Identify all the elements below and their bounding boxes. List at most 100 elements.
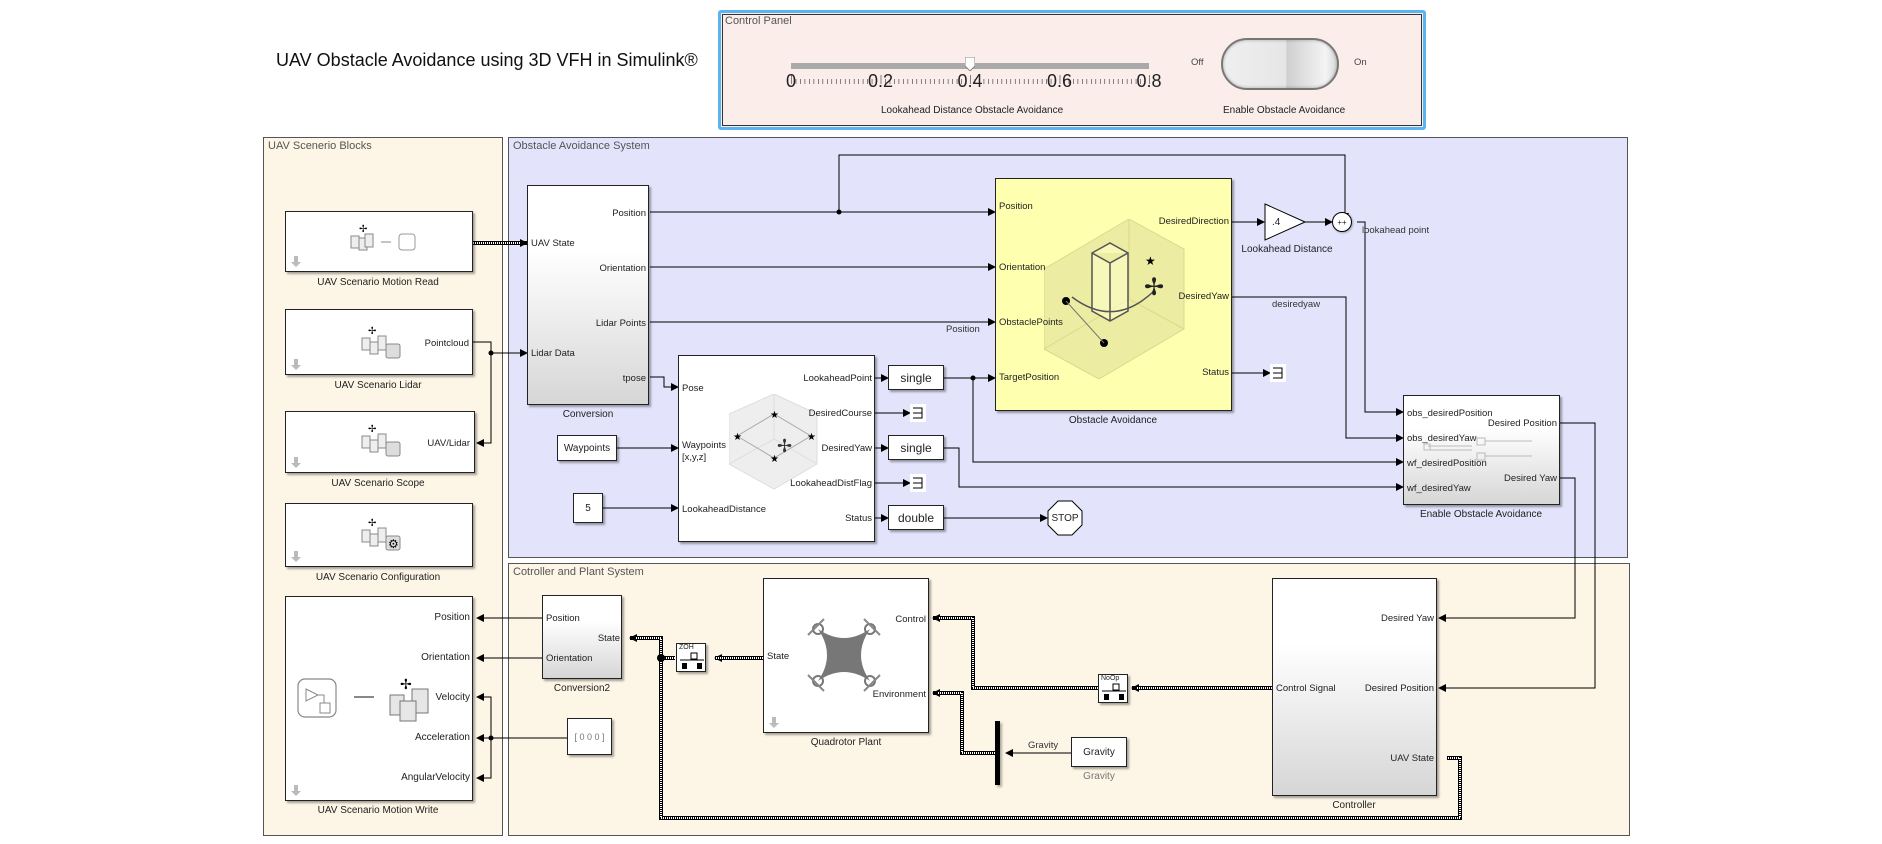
svg-text:✢: ✢ [359, 224, 367, 235]
port-angularvelocity: AngularVelocity [401, 772, 470, 783]
scenario-lidar-icon: ✢ [361, 326, 401, 359]
controller-block[interactable]: Control Signal Desired Yaw Desired Posit… [1272, 578, 1437, 796]
lookahead-gain-block[interactable] [1264, 203, 1307, 241]
terminator-icon[interactable] [910, 404, 926, 422]
block-name: Enable Obstacle Avoidance [1419, 509, 1543, 520]
port-orientation: Orientation [546, 653, 593, 664]
slider-tick-label: 0 [785, 71, 797, 91]
waypoint-follower-icon: ★★★★ ✢ [729, 394, 818, 490]
uav-scenario-scope-block[interactable]: ✢ UAV/Lidar [285, 411, 475, 473]
lookahead-distance-constant-block[interactable]: 5 [573, 493, 603, 523]
block-name: Obstacle Avoidance [1068, 415, 1158, 426]
block-name: Quadrotor Plant [810, 737, 882, 748]
slider-tick-label: 0.4 [957, 71, 983, 91]
down-arrow-icon [291, 256, 301, 267]
port-position: Position [546, 613, 580, 624]
uav-scenario-configuration-block[interactable]: ✢⚙ [285, 503, 473, 567]
double-conversion-block[interactable]: double [888, 505, 944, 530]
enable-obstacle-avoidance-switch[interactable] [1221, 38, 1339, 90]
port-state: State [597, 633, 620, 644]
scenario-motion-read-icon: ✢ [350, 224, 416, 251]
down-arrow-icon [769, 717, 779, 728]
port-velocity: Velocity [435, 692, 470, 703]
port-orientation: Orientation [421, 652, 470, 663]
single-conversion-block[interactable]: single [888, 365, 944, 390]
block-name: UAV Scenario Motion Read [317, 277, 439, 288]
gravity-block[interactable]: Gravity [1071, 737, 1127, 767]
port-position: Position [612, 208, 646, 219]
switch-off-label: Off [1191, 57, 1204, 68]
port-uav-state: UAV State [1390, 753, 1434, 764]
uav-scenario-motion-read-block[interactable]: ✢ [285, 211, 473, 272]
port-desired-yaw: DesiredYaw [1178, 291, 1229, 302]
port-obs-desired-yaw: obs_desiredYaw [1407, 433, 1477, 444]
control-panel-label: Control Panel [725, 15, 792, 27]
port-pointcloud: Pointcloud [424, 338, 469, 349]
port-orientation: Orientation [999, 262, 1046, 273]
sum-block[interactable]: ++ [1332, 212, 1352, 232]
block-name: Controller [1332, 800, 1376, 811]
conversion2-block[interactable]: Position Orientation State [542, 595, 622, 679]
port-lidar-points: Lidar Points [595, 318, 646, 329]
port-wf-desired-yaw: wf_desiredYaw [1407, 483, 1471, 494]
quadrotor-icon [807, 618, 881, 692]
lookahead-slider[interactable] [791, 53, 1150, 93]
svg-text:✢: ✢ [368, 424, 376, 435]
block-name: UAV Scenario Configuration [315, 572, 441, 583]
terminator-icon[interactable] [910, 474, 926, 492]
scenario-configuration-icon: ✢⚙ [361, 518, 401, 551]
port-orientation: Orientation [599, 263, 646, 274]
port-tpose: tpose [622, 373, 646, 384]
waypoints-constant-block[interactable]: Waypoints [557, 435, 617, 461]
signal-label-position: Position [946, 324, 980, 335]
down-arrow-icon [291, 551, 301, 562]
down-arrow-icon [291, 457, 301, 468]
svg-text:✢: ✢ [1144, 274, 1164, 301]
zero-vector-constant-block[interactable]: [ 0 0 0 ] [567, 718, 612, 755]
noop-rate-transition-block[interactable]: NoOp [1098, 674, 1128, 703]
slider-thumb[interactable] [964, 56, 976, 72]
block-label: double [897, 510, 935, 525]
zoh-rate-transition-block[interactable]: ZOH [676, 643, 706, 672]
model-title: UAV Obstacle Avoidance using 3D VFH in S… [276, 50, 698, 70]
port-desired-position: Desired Position [1487, 418, 1557, 429]
port-position: Position [999, 201, 1033, 212]
uav-scenario-lidar-block[interactable]: ✢ Pointcloud [285, 309, 473, 375]
port-waypoints: Waypoints [682, 440, 726, 451]
area-label: Cotroller and Plant System [513, 566, 644, 578]
port-lookahead-distance: LookaheadDistance [682, 504, 766, 515]
enable-obstacle-avoidance-block[interactable]: obs_desiredPosition obs_desiredYaw wf_de… [1403, 395, 1560, 505]
single-conversion-block-2[interactable]: single [888, 435, 944, 460]
svg-text:★: ★ [733, 432, 742, 443]
quadrotor-plant-block[interactable]: State Control Environment [763, 578, 929, 733]
block-name: UAV Scenario Lidar [334, 380, 422, 391]
sum-signs: ++ [1337, 217, 1347, 227]
port-pose: Pose [682, 383, 704, 394]
switch-on-label: On [1354, 57, 1367, 68]
block-name: Conversion2 [553, 683, 611, 694]
port-obstacle-points: ObstaclePoints [999, 317, 1063, 328]
svg-text:★: ★ [807, 432, 816, 443]
port-state: State [767, 651, 790, 662]
svg-text:✢: ✢ [777, 436, 792, 456]
bus-creator-block[interactable] [995, 721, 1000, 785]
svg-text:★: ★ [770, 410, 779, 421]
port-status: Status [1202, 367, 1229, 378]
port-lookahead-point: LookaheadPoint [803, 373, 872, 384]
block-name: Gravity [1083, 771, 1115, 782]
area-label: Obstacle Avoidance System [513, 140, 650, 152]
port-wf-desired-position: wf_desiredPosition [1407, 458, 1487, 469]
conversion-block[interactable]: UAV State Lidar Data Position Orientatio… [527, 185, 649, 405]
waypoint-follower-block[interactable]: ★★★★ ✢ Pose Waypoints [x,y,z] LookaheadD… [678, 355, 875, 542]
slider-tick-label: 0.2 [867, 71, 894, 91]
area-label: UAV Scenerio Blocks [268, 140, 372, 152]
stop-block[interactable]: STOP [1047, 500, 1083, 536]
block-label: single [900, 440, 932, 455]
port-position: Position [434, 612, 470, 623]
terminator-icon[interactable] [1270, 364, 1286, 382]
svg-text:✢: ✢ [368, 518, 376, 529]
obstacle-avoidance-block[interactable]: ★ ✢ Position Orientation ObstaclePoints … [995, 178, 1232, 411]
port-desired-yaw: Desired Yaw [1381, 613, 1434, 624]
block-label: Waypoints [563, 442, 611, 454]
